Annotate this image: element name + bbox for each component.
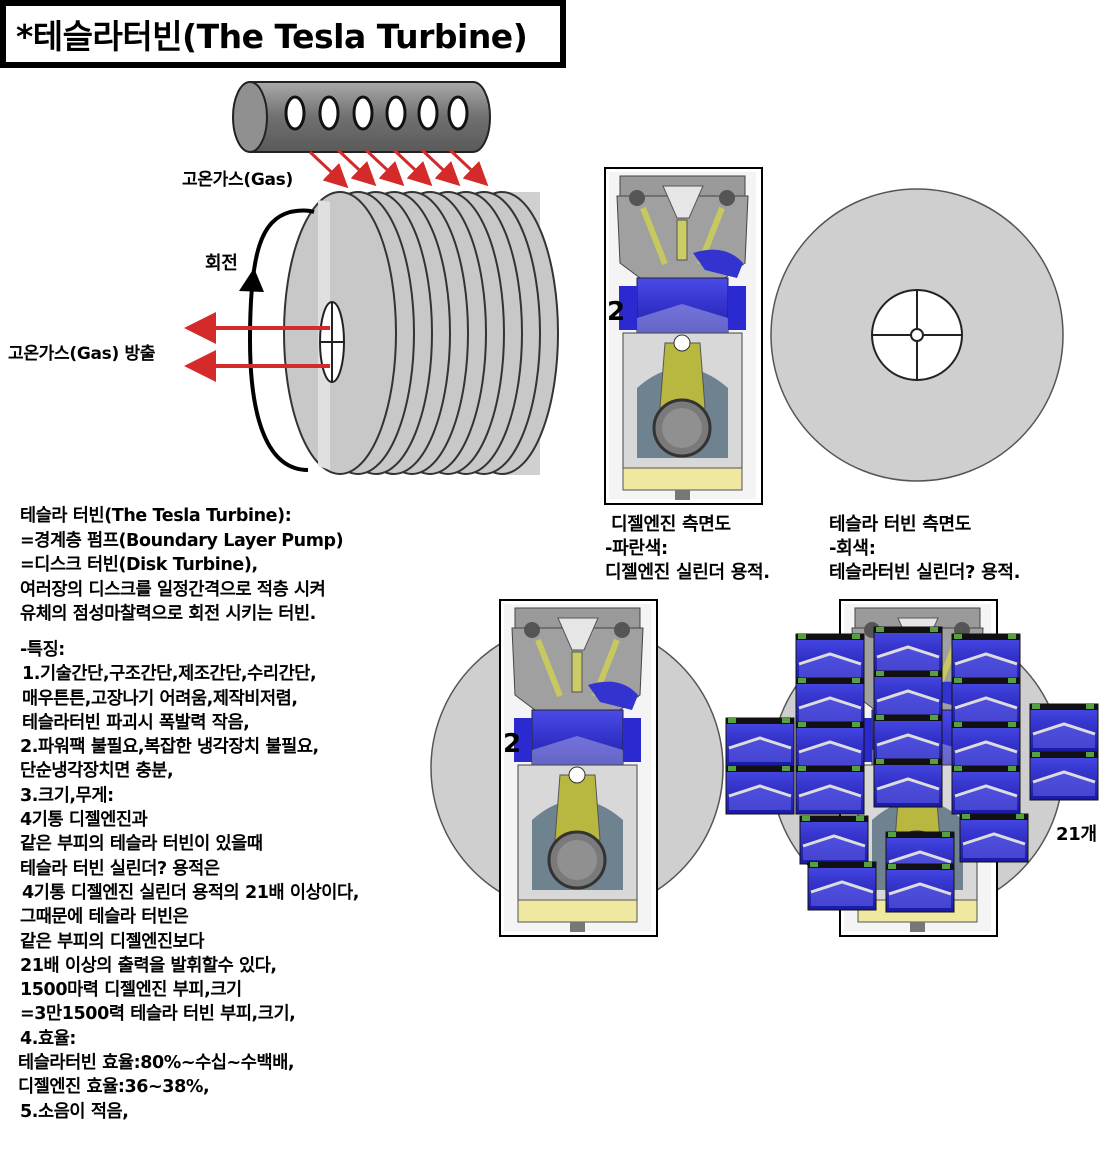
feature-line: -특징: [20, 640, 65, 660]
feature-line: 단순냉각장치면 충분, [20, 761, 174, 782]
feature-line: 그때문에 테슬라 터빈은 [20, 907, 189, 928]
tesla-caption-line: -회색: [829, 538, 876, 559]
feature-line: 4.효율: [20, 1028, 77, 1049]
gas-exhaust-label: 고온가스(Gas) 방출 [8, 344, 156, 364]
description-line: 유체의 점성마찰력으로 회전 시키는 터빈. [20, 604, 316, 624]
feature-line: 테슬라 터빈 실린더? 용적은 [20, 858, 220, 879]
turbine-description: 테슬라 터빈(The Tesla Turbine): =경계층 펌프(Bound… [20, 504, 344, 627]
description-line: =경계층 펌프(Boundary Layer Pump) [20, 530, 344, 551]
tesla-volume-comparison [724, 599, 1100, 937]
diesel-engine-side-view [604, 167, 763, 505]
feature-line: 3.크기,무게: [20, 785, 114, 806]
feature-line: 테슬라터빈 파괴시 폭발력 작음, [22, 712, 250, 733]
tesla-caption-line: 테슬라터빈 실린더? 용적. [829, 562, 1021, 583]
gas-inlet-label: 고온가스(Gas) [182, 170, 293, 190]
tesla-caption-line: 테슬라 터빈 측면도 [829, 514, 972, 535]
gas-exhaust-arrows [184, 312, 330, 382]
diesel-volume-comparison [430, 599, 724, 937]
rotation-arrow-head [239, 268, 264, 292]
description-line: 여러장의 디스크를 일정간격으로 적층 시켜 [20, 579, 326, 600]
gas-inlet-arrows [308, 148, 489, 189]
page-title: *테슬라터빈(The Tesla Turbine) [16, 17, 528, 56]
features-list: -특징: 1.기술간단,구조간단,제조간단,수리간단, 매우튼튼,고장나기 어려… [18, 638, 359, 1124]
description-line: 테슬라 터빈(The Tesla Turbine): [20, 506, 292, 526]
cylinder-count-label: 21개 [1056, 824, 1097, 845]
tesla-caption: 테슬라 터빈 측면도 -회색: 테슬라터빈 실린더? 용적. [829, 513, 1021, 585]
feature-line: =3만1500력 테슬라 터빈 부피,크기, [20, 1004, 296, 1025]
feature-line: 디젤엔진 효율:36~38%, [18, 1077, 210, 1098]
feature-line: 매우튼튼,고장나기 어려움,제작비저렴, [22, 688, 298, 709]
title-box: *테슬라터빈(The Tesla Turbine) [0, 0, 566, 68]
diesel-caption: 디젤엔진 측면도 -파란색: 디젤엔진 실린더 용적. [605, 513, 770, 585]
diesel-caption-line: 디젤엔진 측면도 [611, 514, 731, 535]
feature-line: 4기통 디젤엔진 실린더 용적의 21배 이상이다, [22, 882, 359, 903]
diesel-caption-line: 디젤엔진 실린더 용적. [605, 562, 770, 583]
cylinder-number-label: 2 [607, 297, 626, 327]
feature-line: 5.소음이 적음, [20, 1101, 129, 1122]
diesel-caption-line: -파란색: [605, 538, 668, 559]
tesla-turbine-side-view [770, 188, 1064, 482]
turbine-disk-stack [283, 191, 559, 475]
feature-line: 같은 부피의 디젤엔진보다 [20, 931, 205, 952]
feature-line: 같은 부피의 테슬라 터빈이 있을때 [20, 834, 263, 855]
description-line: =디스크 터빈(Disk Turbine), [20, 555, 258, 575]
feature-line: 2.파워팩 불필요,복잡한 냉각장치 불필요, [20, 737, 319, 758]
feature-line: 21배 이상의 출력을 발휘할수 있다, [20, 955, 277, 976]
feature-line: 1500마력 디젤엔진 부피,크기 [20, 980, 242, 1001]
feature-line: 4기통 디젤엔진과 [20, 810, 148, 831]
feature-line: 1.기술간단,구조간단,제조간단,수리간단, [22, 664, 317, 685]
gas-inlet-pipe [232, 81, 491, 153]
rotation-label: 회전 [205, 253, 238, 274]
feature-line: 테슬라터빈 효율:80%~수십~수백배, [18, 1053, 295, 1074]
cylinder-number-label-lower: 2 [503, 729, 522, 759]
